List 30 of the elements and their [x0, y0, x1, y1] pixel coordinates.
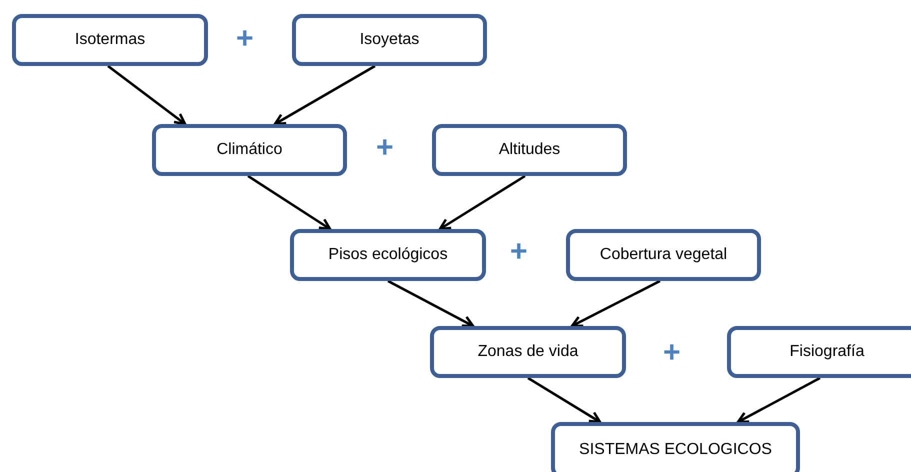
- box-label: Cobertura vegetal: [600, 246, 728, 264]
- plus-sign: +: [376, 133, 394, 163]
- arrow: [438, 174, 526, 230]
- plus-sign: +: [510, 237, 528, 267]
- box-label: Climático: [216, 141, 282, 159]
- box-label: Pisos ecológicos: [328, 246, 448, 264]
- arrow: [527, 376, 602, 424]
- arrow: [736, 376, 821, 424]
- box-label: Fisiografía: [790, 343, 864, 361]
- box-label: Altitudes: [498, 141, 560, 159]
- box-label: Isoyetas: [360, 31, 420, 49]
- process-box: [292, 14, 487, 66]
- box-label: SISTEMAS ECOLOGICOS: [579, 441, 772, 459]
- plus-sign: +: [236, 24, 254, 54]
- box-label: Isotermas: [74, 31, 146, 49]
- process-box: [727, 326, 911, 378]
- process-box: [551, 422, 800, 472]
- arrow: [570, 280, 661, 328]
- process-box: [432, 124, 627, 176]
- arrow: [107, 65, 186, 126]
- process-box: [12, 14, 208, 66]
- plus-sign: +: [663, 338, 681, 368]
- arrow: [387, 280, 474, 328]
- arrow: [274, 64, 376, 126]
- arrow: [247, 174, 332, 230]
- process-box: [152, 124, 347, 176]
- box-label: Zonas de vida: [478, 343, 578, 361]
- process-box: [290, 229, 486, 281]
- process-box: [566, 229, 761, 281]
- process-box: [430, 326, 626, 378]
